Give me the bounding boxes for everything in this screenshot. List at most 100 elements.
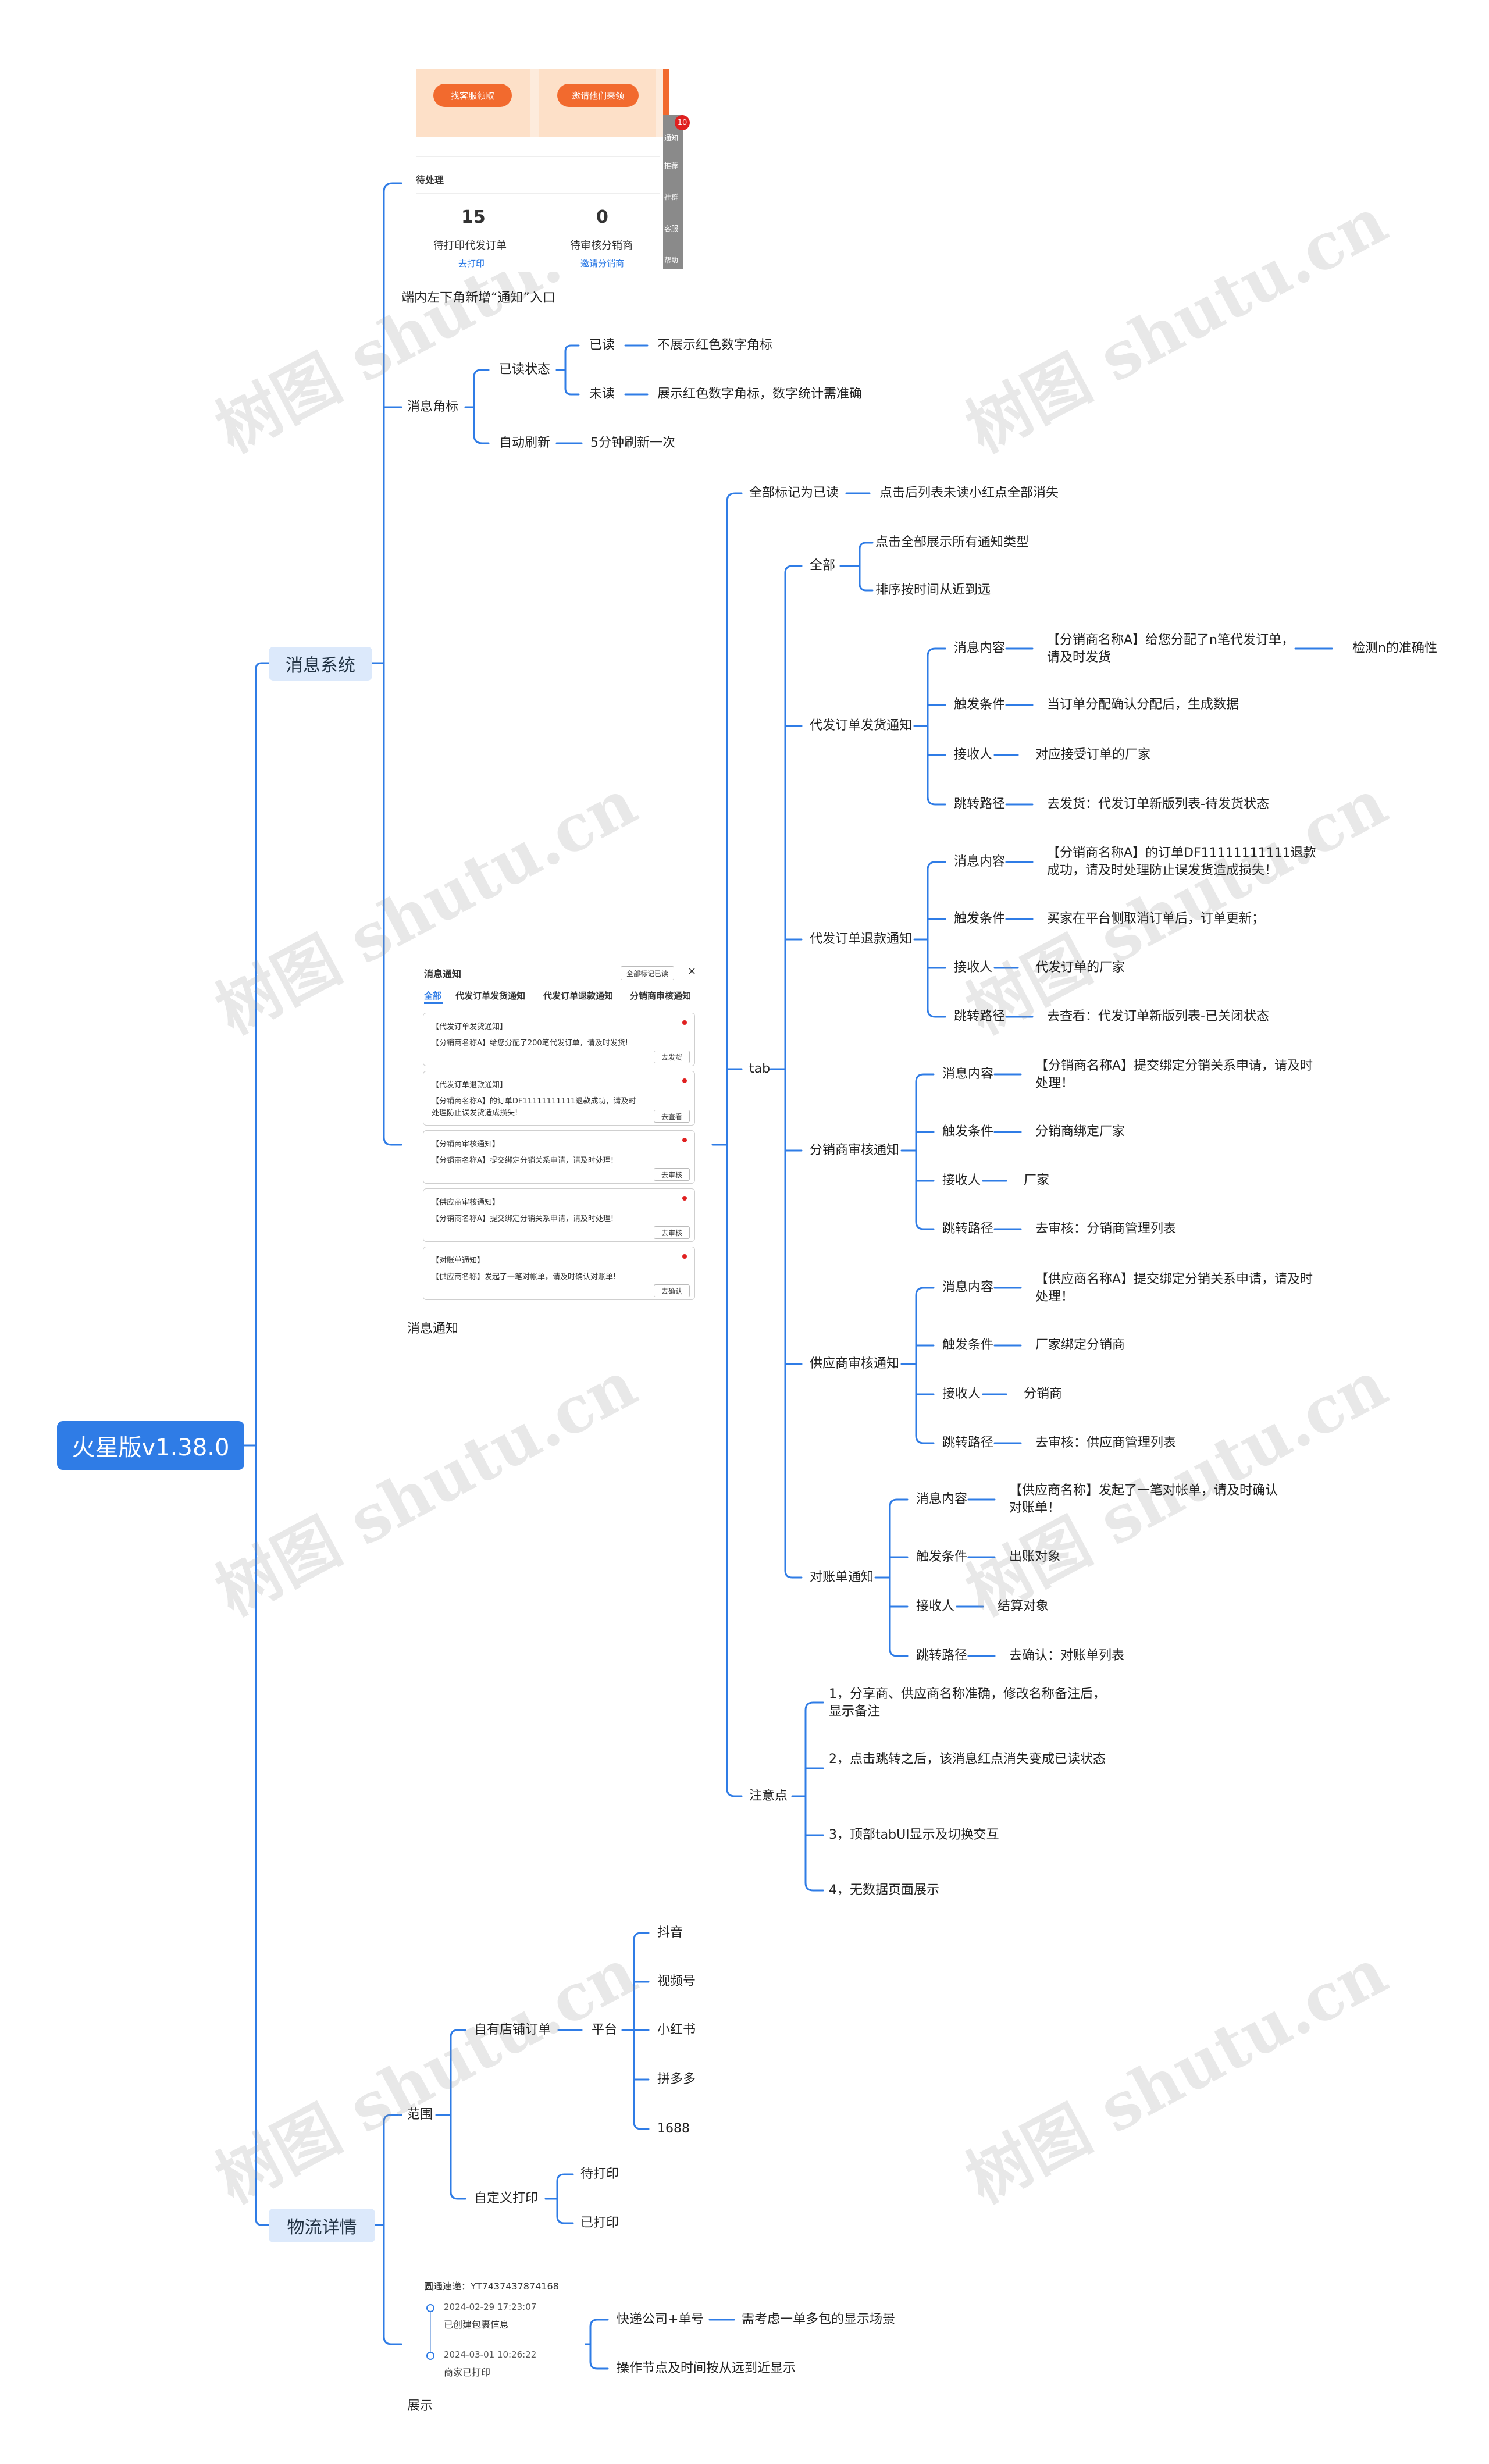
custom-pending-print: 待打印 (580, 2167, 619, 2181)
card-body: 【供应商名称】发起了一笔对帐单，请及时确认对账单! (432, 1273, 617, 1281)
notes-node[interactable]: 注意点 (749, 1789, 788, 1803)
card-action-button[interactable]: 去确认 (654, 1284, 690, 1297)
note-item: 1，分享商、供应商名称准确，修改名称备注后，显示备注 (829, 1687, 1106, 1719)
card-action-button[interactable]: 去审核 (654, 1226, 690, 1239)
supplier-jump: 去审核：供应商管理列表 (1035, 1436, 1177, 1450)
side-service-item[interactable]: 客服 (664, 225, 679, 233)
stat-print-link[interactable]: 去打印 (458, 258, 485, 269)
key-receiver[interactable]: 接收人 (942, 1173, 981, 1188)
card-action-button[interactable]: 去审核 (654, 1168, 690, 1181)
key-jump[interactable]: 跳转路径 (916, 1648, 968, 1663)
key-jump[interactable]: 跳转路径 (954, 797, 1006, 811)
invite-button[interactable]: 邀请他们来领 (557, 84, 639, 107)
tab-refund-notice[interactable]: 代发订单退款通知 (543, 991, 614, 1001)
tracking-screenshot: 圆通速递：YT7437437874168 2024-02-29 17:23:07… (416, 2271, 585, 2388)
custom-print-node[interactable]: 自定义打印 (474, 2191, 539, 2206)
find-service-button[interactable]: 找客服领取 (433, 84, 512, 107)
key-receiver[interactable]: 接收人 (954, 747, 993, 762)
tab-all[interactable]: 全部 (424, 991, 442, 1001)
unread-dot (682, 1078, 687, 1083)
notice-title: 消息通知 (424, 968, 462, 980)
key-trigger[interactable]: 触发条件 (954, 911, 1006, 926)
notice-card[interactable]: 【代发订单退款通知】 【分销商名称A】的订单DF11111111111退款成功，… (423, 1071, 695, 1126)
express-node[interactable]: 快递公司+单号 (617, 2312, 704, 2327)
side-community-item[interactable]: 社群 (664, 193, 679, 201)
platform-douyin: 抖音 (657, 1925, 683, 1940)
card-action-button[interactable]: 去查看 (654, 1110, 690, 1123)
custom-printed: 已打印 (580, 2216, 619, 2230)
auto-refresh-node[interactable]: 自动刷新 (499, 436, 551, 450)
tab-ship-notice[interactable]: 代发订单发货通知 (455, 991, 526, 1001)
range-node[interactable]: 范围 (407, 2107, 433, 2122)
statement-trigger: 出账对象 (1009, 1550, 1061, 1564)
key-trigger[interactable]: 触发条件 (954, 697, 1006, 712)
refund-receiver: 代发订单的厂家 (1035, 960, 1125, 975)
refund-trigger: 买家在平台侧取消订单后，订单更新； (1047, 911, 1265, 926)
notice-card[interactable]: 【代发订单发货通知】 【分销商名称A】给您分配了200笔代发订单，请及时发货! … (423, 1013, 695, 1066)
event-time: 2024-02-29 17:23:07 (444, 2302, 537, 2312)
key-receiver[interactable]: 接收人 (954, 960, 993, 975)
order-sort-node[interactable]: 操作节点及时间按从远到近显示 (617, 2361, 796, 2376)
note-item: 3，顶部tabUI显示及切换交互 (829, 1828, 999, 1842)
tab-underline (424, 1002, 443, 1004)
key-receiver[interactable]: 接收人 (942, 1387, 981, 1401)
key-jump[interactable]: 跳转路径 (954, 1009, 1006, 1024)
ship-notice-node[interactable]: 代发订单发货通知 (810, 718, 913, 733)
stat-review-count: 0 (596, 207, 608, 227)
supplier-notice-node[interactable]: 供应商审核通知 (810, 1356, 900, 1371)
statement-content: 【供应商名称】发起了一笔对帐单，请及时确认对账单！ (1009, 1483, 1278, 1515)
key-content[interactable]: 消息内容 (942, 1067, 994, 1081)
root-node[interactable]: 火星版v1.38.0 (57, 1421, 244, 1470)
stat-review-link[interactable]: 邀请分销商 (580, 258, 625, 269)
card-body: 【分销商名称A】的订单DF11111111111退款成功，请及时 (432, 1097, 636, 1106)
side-notice-item[interactable]: 通知 (664, 134, 679, 142)
side-recommend-item[interactable]: 推荐 (664, 162, 679, 170)
distributor-content: 【分销商名称A】提交绑定分销关系申请，请及时处理！ (1035, 1059, 1313, 1091)
tab-node[interactable]: tab (749, 1062, 771, 1076)
card-body: 【分销商名称A】给您分配了200笔代发订单，请及时发货! (432, 1039, 628, 1048)
tab-all-node[interactable]: 全部 (810, 558, 836, 573)
stat-print-count: 15 (461, 207, 486, 227)
key-jump[interactable]: 跳转路径 (942, 1222, 994, 1236)
key-content[interactable]: 消息内容 (954, 854, 1006, 869)
express-desc: 需考虑一单多包的显示场景 (742, 2312, 896, 2327)
key-jump[interactable]: 跳转路径 (942, 1436, 994, 1450)
branch-message-system[interactable]: 消息系统 (269, 647, 372, 681)
platform-pinduoduo: 拼多多 (657, 2072, 696, 2086)
refund-notice-node[interactable]: 代发订单退款通知 (810, 932, 913, 946)
tab-all-desc-1: 点击全部展示所有通知类型 (875, 535, 1030, 550)
distributor-notice-node[interactable]: 分销商审核通知 (810, 1143, 900, 1158)
key-content[interactable]: 消息内容 (916, 1492, 968, 1507)
read-state-node[interactable]: 已读状态 (499, 362, 551, 377)
unread-dot (682, 1138, 687, 1142)
branch-logistics-detail[interactable]: 物流详情 (269, 2209, 375, 2242)
notice-card[interactable]: 【供应商审核通知】 【分销商名称A】提交绑定分销关系申请，请及时处理! 去审核 (423, 1188, 695, 1242)
notice-card[interactable]: 【分销商审核通知】 【分销商名称A】提交绑定分销关系申请，请及时处理! 去审核 (423, 1130, 695, 1184)
key-trigger[interactable]: 触发条件 (942, 1338, 994, 1352)
key-trigger[interactable]: 触发条件 (916, 1550, 968, 1564)
key-content[interactable]: 消息内容 (942, 1280, 994, 1295)
unread-node[interactable]: 未读 (589, 387, 615, 401)
side-help-item[interactable]: 帮助 (664, 256, 679, 264)
ship-content-extra: 检测n的准确性 (1352, 641, 1437, 656)
note-item: 2，点击跳转之后，该消息红点消失变成已读状态 (829, 1752, 1106, 1767)
supplier-receiver: 分销商 (1024, 1387, 1063, 1401)
badge-node[interactable]: 消息角标 (407, 400, 459, 414)
key-content[interactable]: 消息内容 (954, 641, 1006, 656)
key-trigger[interactable]: 触发条件 (942, 1124, 994, 1139)
key-receiver[interactable]: 接收人 (916, 1599, 955, 1614)
read-node[interactable]: 已读 (589, 338, 615, 352)
platform-node[interactable]: 平台 (592, 2023, 618, 2037)
pending-header: 待处理 (416, 175, 444, 186)
statement-notice-node[interactable]: 对账单通知 (810, 1570, 874, 1584)
own-store-orders-node[interactable]: 自有店铺订单 (474, 2023, 551, 2037)
card-action-button[interactable]: 去发货 (654, 1051, 690, 1063)
event-text: 已创建包裹信息 (444, 2319, 510, 2330)
mark-all-read-button[interactable]: 全部标记已读 (621, 966, 674, 980)
tab-distributor-notice[interactable]: 分销商审核通知 (630, 991, 692, 1001)
notice-card[interactable]: 【对账单通知】 【供应商名称】发起了一笔对帐单，请及时确认对账单! 去确认 (423, 1247, 695, 1300)
mark-all-node[interactable]: 全部标记为已读 (749, 486, 839, 500)
close-icon[interactable]: × (687, 965, 697, 977)
unread-dot (682, 1196, 687, 1201)
